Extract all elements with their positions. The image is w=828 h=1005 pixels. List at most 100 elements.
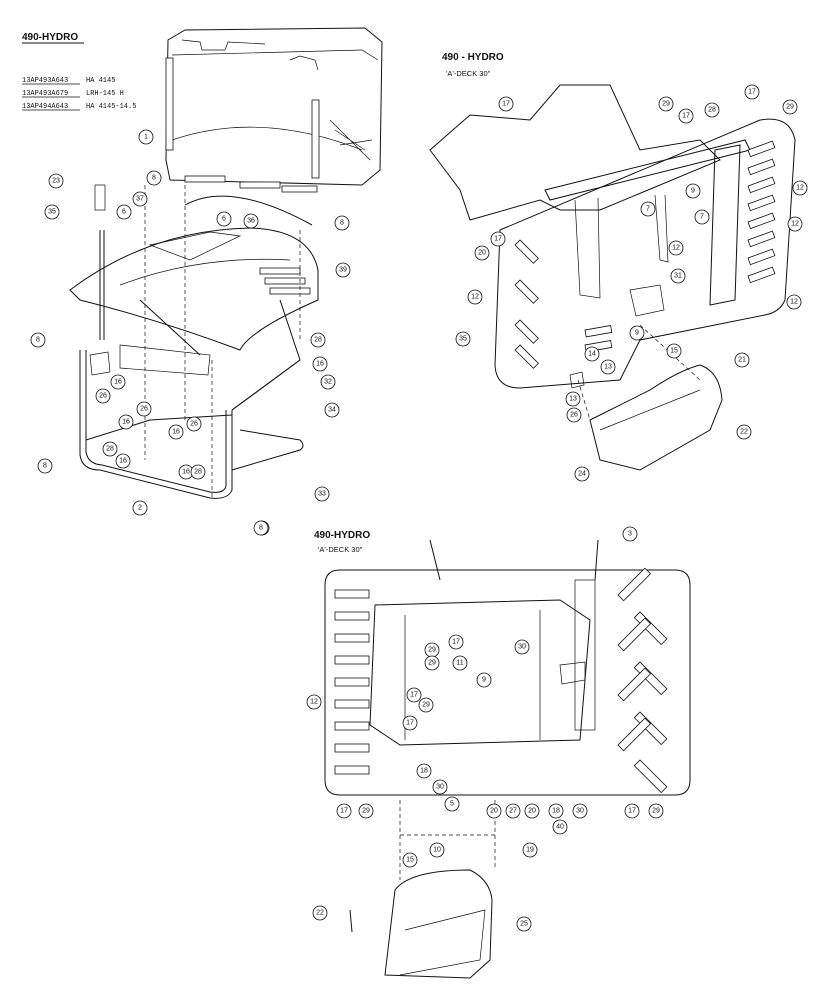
callout-label: 26 <box>99 393 107 400</box>
panel-subtitle-bottom: 'A'-DECK 30" <box>318 545 363 554</box>
callout-label: 12 <box>672 245 680 252</box>
callout-bubble: 26 <box>186 416 202 432</box>
callout-bubble: 28 <box>102 441 118 457</box>
callout-bubble: 12 <box>668 240 684 256</box>
callout-label: 29 <box>362 808 370 815</box>
callout-bubble: 1 <box>138 129 154 145</box>
callout-label: 27 <box>509 808 517 815</box>
callout-label: 35 <box>459 336 467 343</box>
callout-label: 21 <box>738 357 746 364</box>
callout-bubble: 35 <box>455 331 471 347</box>
callout-label: 26 <box>570 412 578 419</box>
panel-top-right: 490 - HYDRO 'A'-DECK 30" <box>429 52 796 471</box>
panel-title-top-right: 490 - HYDRO <box>442 52 504 63</box>
callout-bubble: 16 <box>110 374 126 390</box>
callout-label: 18 <box>552 808 560 815</box>
callout-bubble: 13 <box>600 359 616 375</box>
callout-bubble: 29 <box>648 803 664 819</box>
callout-label: 32 <box>324 379 332 386</box>
callout-label: 10 <box>433 847 441 854</box>
callout-bubble: 34 <box>324 402 340 418</box>
callout-bubble: 16 <box>118 414 134 430</box>
callout-label: 37 <box>136 196 144 203</box>
callout-label: 17 <box>340 808 348 815</box>
callout-label: 13 <box>604 364 612 371</box>
callout-bubble: 16 <box>312 356 328 372</box>
callout-bubble: 16 <box>115 453 131 469</box>
callout-label: 9 <box>482 677 486 684</box>
callout-bubble: 16 <box>168 424 184 440</box>
callout-label: 2 <box>138 505 142 512</box>
callout-label: 25 <box>520 921 528 928</box>
panel-bottom: 490-HYDRO 'A'-DECK 30" <box>314 530 691 979</box>
panel-top-left: 490-HYDRO 13AP493A643 HA 4145 13AP493A67… <box>22 27 383 500</box>
callout-bubble: 13 <box>565 391 581 407</box>
callout-bubble: 12 <box>306 694 322 710</box>
callout-label: 23 <box>52 178 60 185</box>
callout-bubble: 24 <box>574 466 590 482</box>
callout-label: 5 <box>450 801 454 808</box>
callout-label: 30 <box>436 784 444 791</box>
callout-label: 11 <box>456 660 463 667</box>
callout-label: 7 <box>646 206 650 213</box>
callout-bubble: 30 <box>514 639 530 655</box>
callout-label: 8 <box>152 175 156 182</box>
callout-bubble: 22 <box>736 424 752 440</box>
callout-bubble: 10 <box>429 842 445 858</box>
callout-bubble: 29 <box>424 655 440 671</box>
callout-label: 6 <box>222 216 226 223</box>
callout-label: 22 <box>316 910 324 917</box>
callout-bubble: 22 <box>312 905 328 921</box>
callout-bubble: 20 <box>486 803 502 819</box>
deck-slots <box>514 140 776 369</box>
callout-layer: 1238376636835398261626283216342816162688… <box>30 84 808 932</box>
callout-bubble: 17 <box>498 96 514 112</box>
callout-bubble: 21 <box>734 352 750 368</box>
lower-chute-drawing <box>349 800 496 979</box>
callout-label: 17 <box>748 89 756 96</box>
grass-bag-drawing <box>165 27 383 193</box>
callout-bubble: 7 <box>640 201 656 217</box>
callout-bubble: 8 <box>146 170 162 186</box>
deck-plate-drawing <box>324 539 691 796</box>
callout-label: 29 <box>652 808 660 815</box>
callout-bubble: 26 <box>95 388 111 404</box>
callout-label: 20 <box>490 808 498 815</box>
callout-label: 14 <box>588 351 596 358</box>
callout-label: 29 <box>428 647 436 654</box>
callout-label: 12 <box>791 221 799 228</box>
callout-label: 12 <box>790 299 798 306</box>
callout-label: 28 <box>106 446 114 453</box>
callout-bubble: 28 <box>704 102 720 118</box>
deck-plate-slots <box>334 567 668 794</box>
callout-bubble: 8 <box>30 332 46 348</box>
callout-label: 16 <box>114 379 122 386</box>
model-name: LRH-145 H <box>86 90 124 98</box>
callout-bubble: 8 <box>37 458 53 474</box>
callout-label: 15 <box>670 348 678 355</box>
callout-label: 29 <box>422 702 430 709</box>
callout-label: 15 <box>406 857 414 864</box>
callout-bubble: 25 <box>516 916 532 932</box>
callout-bubble: 35 <box>44 204 60 220</box>
callout-bubble: 29 <box>424 642 440 658</box>
callout-label: 16 <box>122 419 130 426</box>
callout-bubble: 30 <box>572 803 588 819</box>
callout-bubble: 37 <box>132 191 148 207</box>
callout-label: 3 <box>628 531 632 538</box>
callout-label: 8 <box>43 463 47 470</box>
callout-bubble: 28 <box>310 332 326 348</box>
callout-label: 7 <box>700 214 704 221</box>
callout-bubble: 8 <box>253 520 269 536</box>
callout-label: 17 <box>410 692 418 699</box>
callout-bubble: 32 <box>320 374 336 390</box>
callout-label: 1 <box>144 134 148 141</box>
callout-bubble: 6 <box>116 204 132 220</box>
part-number: 13AP493A643 <box>22 77 68 85</box>
callout-label: 17 <box>406 720 414 727</box>
callout-bubble: 12 <box>787 216 803 232</box>
callout-label: 28 <box>194 469 202 476</box>
callout-label: 17 <box>682 113 690 120</box>
callout-bubble: 5 <box>444 796 460 812</box>
